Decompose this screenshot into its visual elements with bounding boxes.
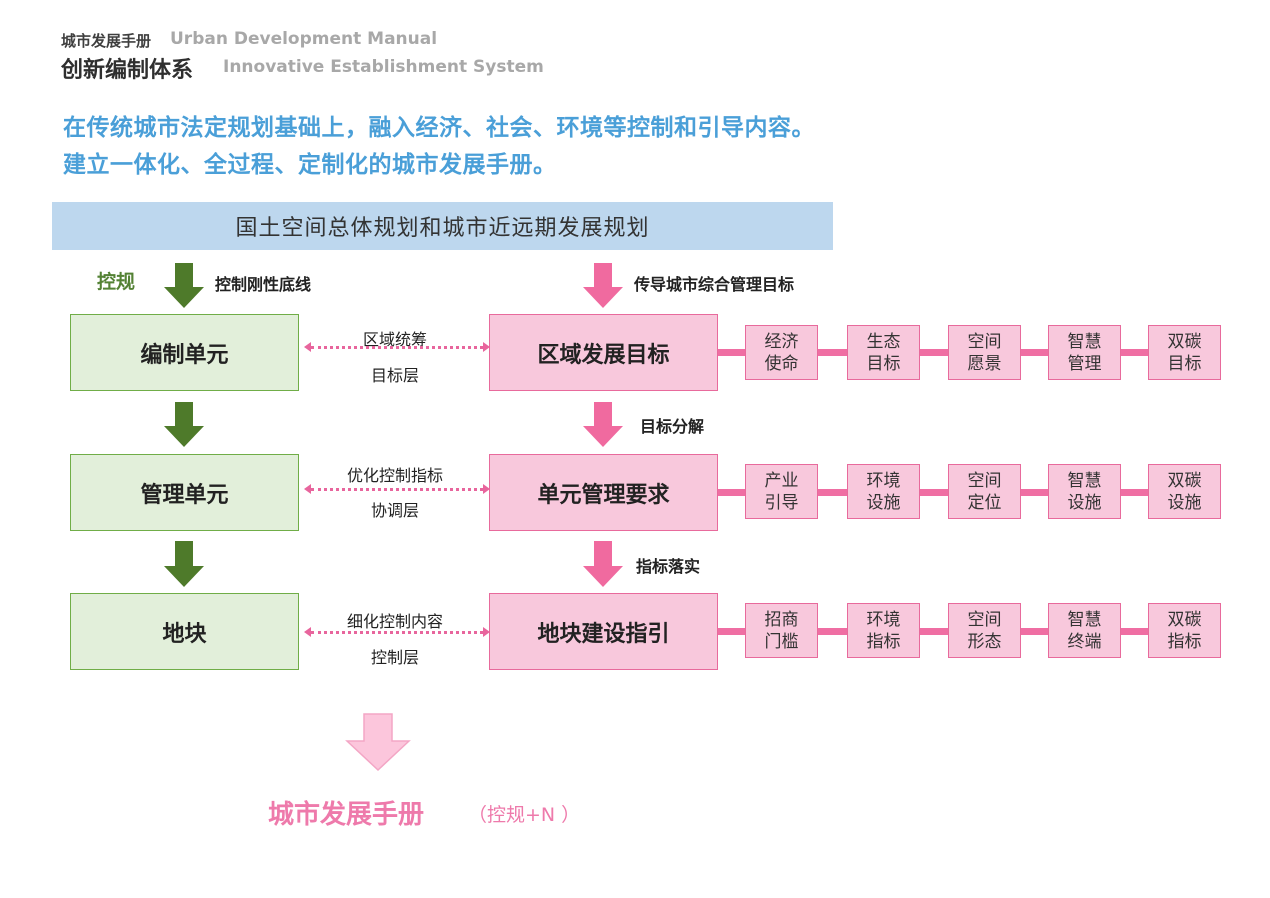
sub-box-carbon-goal: 双碳目标	[1148, 325, 1221, 380]
final-arrow	[345, 713, 411, 772]
unit-requirement-box: 单元管理要求	[489, 454, 718, 531]
rigid-baseline-label: 控制刚性底线	[215, 275, 312, 294]
compile-unit-box: 编制单元	[70, 314, 299, 391]
green-arrow-2	[164, 402, 204, 447]
arrow-right-head	[483, 484, 490, 494]
link-2-bottom-label: 协调层	[370, 501, 419, 520]
sub-box-smart-facility: 智慧设施	[1048, 464, 1121, 519]
arrow-left-head	[304, 342, 311, 352]
parcel-guideline-box: 地块建设指引	[489, 593, 718, 670]
sub-box-smart-terminal: 智慧终端	[1048, 603, 1121, 658]
sub-box-space-positioning: 空间定位	[948, 464, 1021, 519]
dotted-line	[311, 488, 483, 491]
arrow-left-head	[304, 627, 311, 637]
sub-box-carbon-facility: 双碳设施	[1148, 464, 1221, 519]
final-manual-title: 城市发展手册	[268, 800, 425, 830]
intro-line-2: 建立一体化、全过程、定制化的城市发展手册。	[63, 152, 557, 178]
pink-down-arrows	[583, 263, 623, 587]
sub-box-space-vision: 空间愿景	[948, 325, 1021, 380]
green-arrow-3	[164, 541, 204, 587]
pink-arrow-2	[583, 402, 623, 447]
indicator-implement-label: 指标落实	[636, 557, 701, 576]
top-plan-bar: 国土空间总体规划和城市近远期发展规划	[52, 202, 833, 250]
transmit-goal-label: 传导城市综合管理目标	[634, 275, 795, 294]
link-3-top-label: 细化控制内容	[346, 612, 443, 631]
sub-box-industry-guidance: 产业引导	[745, 464, 818, 519]
header-title-en: Urban Development Manual	[170, 29, 438, 49]
regional-goal-box: 区域发展目标	[489, 314, 718, 391]
arrow-right-head	[483, 342, 490, 352]
green-arrow-1	[164, 263, 204, 308]
goal-breakdown-label: 目标分解	[640, 417, 705, 436]
sub-box-space-form: 空间形态	[948, 603, 1021, 658]
pink-arrow-3	[583, 541, 623, 587]
kongui-tag: 控规	[97, 271, 136, 293]
section-title-cn: 创新编制体系	[61, 58, 194, 83]
sub-box-smart-management: 智慧管理	[1048, 325, 1121, 380]
link-3-bottom-label: 控制层	[370, 648, 419, 667]
link-1-bottom-label: 目标层	[370, 366, 419, 385]
link-2-top-label: 优化控制指标	[346, 466, 443, 485]
sub-box-environment-facility: 环境设施	[847, 464, 920, 519]
sub-box-environment-indicator: 环境指标	[847, 603, 920, 658]
link-1-top-label: 区域统筹	[362, 330, 427, 349]
arrow-left-head	[304, 484, 311, 494]
dotted-line	[311, 346, 483, 349]
pink-arrow-1	[583, 263, 623, 308]
sub-box-economic-mission: 经济使命	[745, 325, 818, 380]
management-unit-box: 管理单元	[70, 454, 299, 531]
dotted-line	[311, 631, 483, 634]
arrow-right-head	[483, 627, 490, 637]
section-title-en: Innovative Establishment System	[223, 57, 544, 77]
intro-line-1: 在传统城市法定规划基础上，融入经济、社会、环境等控制和引导内容。	[63, 115, 815, 141]
header-title-cn: 城市发展手册	[61, 32, 152, 50]
sub-box-carbon-indicator: 双碳指标	[1148, 603, 1221, 658]
final-manual-subtitle: （控规+N ）	[468, 804, 581, 826]
sub-box-ecology-goal: 生态目标	[847, 325, 920, 380]
green-down-arrows	[164, 263, 204, 587]
sub-box-investment-threshold: 招商门槛	[745, 603, 818, 658]
land-parcel-box: 地块	[70, 593, 299, 670]
